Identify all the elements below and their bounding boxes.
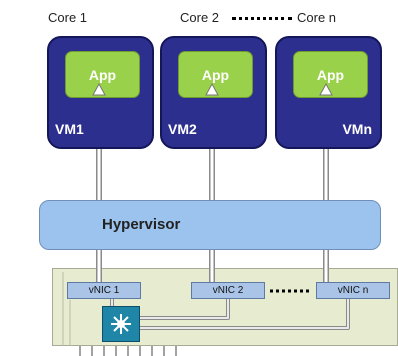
core-n-label: Core n <box>297 10 337 25</box>
network-switch-icon <box>102 306 140 342</box>
vm-label: VM1 <box>55 121 84 137</box>
hypervisor-label: Hypervisor <box>102 216 181 233</box>
vnic-2: vNIC 2 <box>191 282 265 299</box>
vnic-n: vNIC n <box>316 282 390 299</box>
board-pins <box>79 346 177 356</box>
core-2-label: Core 2 <box>180 10 220 25</box>
core-1-label: Core 1 <box>48 10 88 25</box>
core-ellipsis-dots <box>232 17 292 20</box>
app-box: App <box>293 51 368 98</box>
vm-label: VMn <box>342 121 372 137</box>
hypervisor-layer: Hypervisor <box>39 200 381 250</box>
vnic-1: vNIC 1 <box>67 282 141 299</box>
vm-label: VM2 <box>168 121 197 137</box>
